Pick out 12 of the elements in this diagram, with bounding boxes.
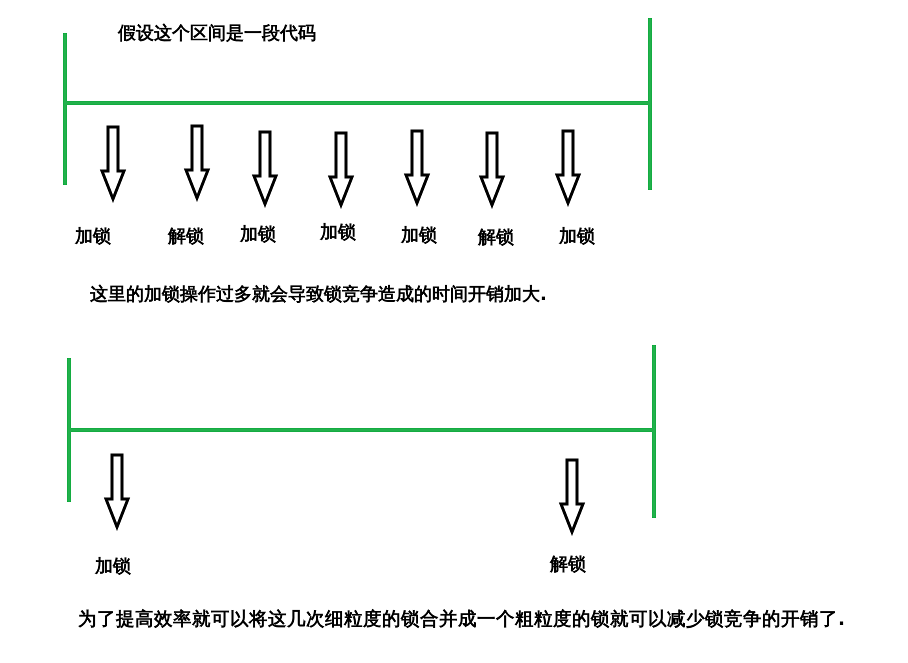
note-text: 为了提高效率就可以将这几次细粒度的锁合并成一个粗粒度的锁就可以减少锁竞争的开销了.: [78, 609, 846, 632]
lock-label: 加锁: [75, 226, 111, 248]
note-text: 假设这个区间是一段代码: [118, 23, 316, 45]
lock-label: 解锁: [168, 226, 204, 248]
lock-label: 解锁: [550, 554, 586, 576]
lock-label: 加锁: [559, 226, 595, 248]
lock-label: 解锁: [478, 227, 514, 249]
lock-label: 加锁: [320, 222, 356, 244]
note-text: 这里的加锁操作过多就会导致锁竞争造成的时间开销加大.: [90, 284, 547, 306]
lock-label: 加锁: [95, 556, 131, 578]
lock-label: 加锁: [240, 224, 276, 246]
lock-label: 加锁: [401, 225, 437, 247]
